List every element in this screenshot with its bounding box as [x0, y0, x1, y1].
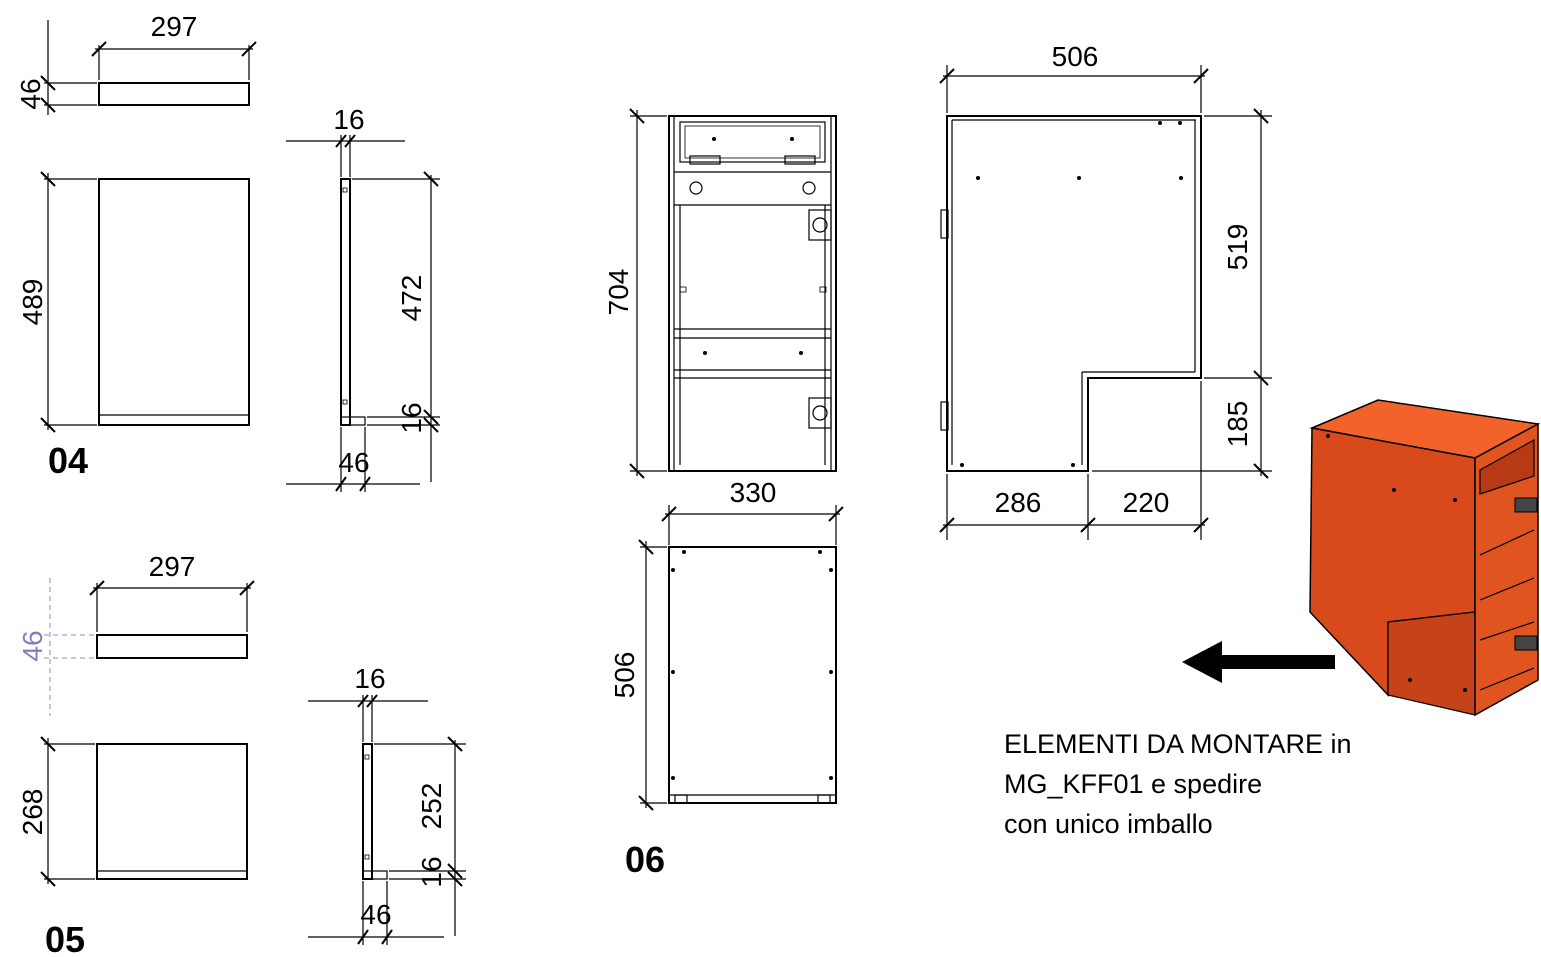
part-05-side-height-label: 252 [416, 783, 447, 830]
part-05: 297 46 268 16 252 16 [17, 551, 466, 957]
side-view-lower-height-label: 185 [1222, 401, 1253, 448]
arrow-left-icon [1182, 641, 1335, 683]
part-05-side-bottom-label: 16 [416, 856, 447, 887]
side-view-upper-height-label: 519 [1222, 224, 1253, 271]
part-04-side-profile [340, 178, 351, 426]
part-04-side-thickness-label: 16 [333, 104, 364, 135]
part-04-front-panel [98, 178, 250, 426]
part-06-depth-label: 506 [609, 652, 640, 699]
cabinet-side-view: 506 519 185 286 220 [939, 41, 1272, 540]
side-view-total-depth-label: 506 [1052, 41, 1099, 72]
part-06-top-view: 330 506 06 [609, 477, 844, 880]
part-06-front-view: 704 [603, 108, 837, 479]
side-view-bottom-left-label: 286 [995, 487, 1042, 518]
part-06-id-label: 06 [625, 839, 665, 880]
part-04-top-plate [98, 82, 250, 106]
part-04-side-bottom-label: 16 [396, 402, 427, 433]
part-04-side-depth-label: 46 [338, 447, 369, 478]
part-05-side-thickness-label: 16 [354, 663, 385, 694]
part-05-id-label: 05 [45, 919, 85, 957]
part-06-width-label: 330 [730, 477, 777, 508]
part-05-top-plate [96, 634, 248, 659]
part-04-top-thickness-label: 46 [15, 78, 46, 109]
assembly-note: ELEMENTI DA MONTARE in MG_KFF01 e spedir… [1004, 724, 1444, 844]
assembly-note-line-3: con unico imballo [1004, 809, 1213, 839]
part-05-side-depth-label: 46 [360, 899, 391, 930]
part-05-front-panel [96, 743, 248, 880]
assembly-note-line-1: ELEMENTI DA MONTARE in [1004, 729, 1352, 759]
part-05-front-height-label: 268 [17, 789, 48, 836]
part-04: 297 46 489 16 472 16 [15, 11, 440, 492]
part-05-top-thickness-label: 46 [17, 630, 48, 661]
part-05-top-width-label: 297 [149, 551, 196, 582]
part-06-height-label: 704 [603, 269, 634, 316]
assembly-note-line-2: MG_KFF01 e spedire [1004, 769, 1263, 799]
part-04-id-label: 04 [48, 440, 88, 481]
part-04-side-height-label: 472 [396, 275, 427, 322]
cabinet-3d-render [1309, 399, 1541, 717]
side-view-bottom-right-label: 220 [1123, 487, 1170, 518]
part-04-top-width-label: 297 [151, 11, 198, 42]
part-04-front-height-label: 489 [17, 279, 48, 326]
